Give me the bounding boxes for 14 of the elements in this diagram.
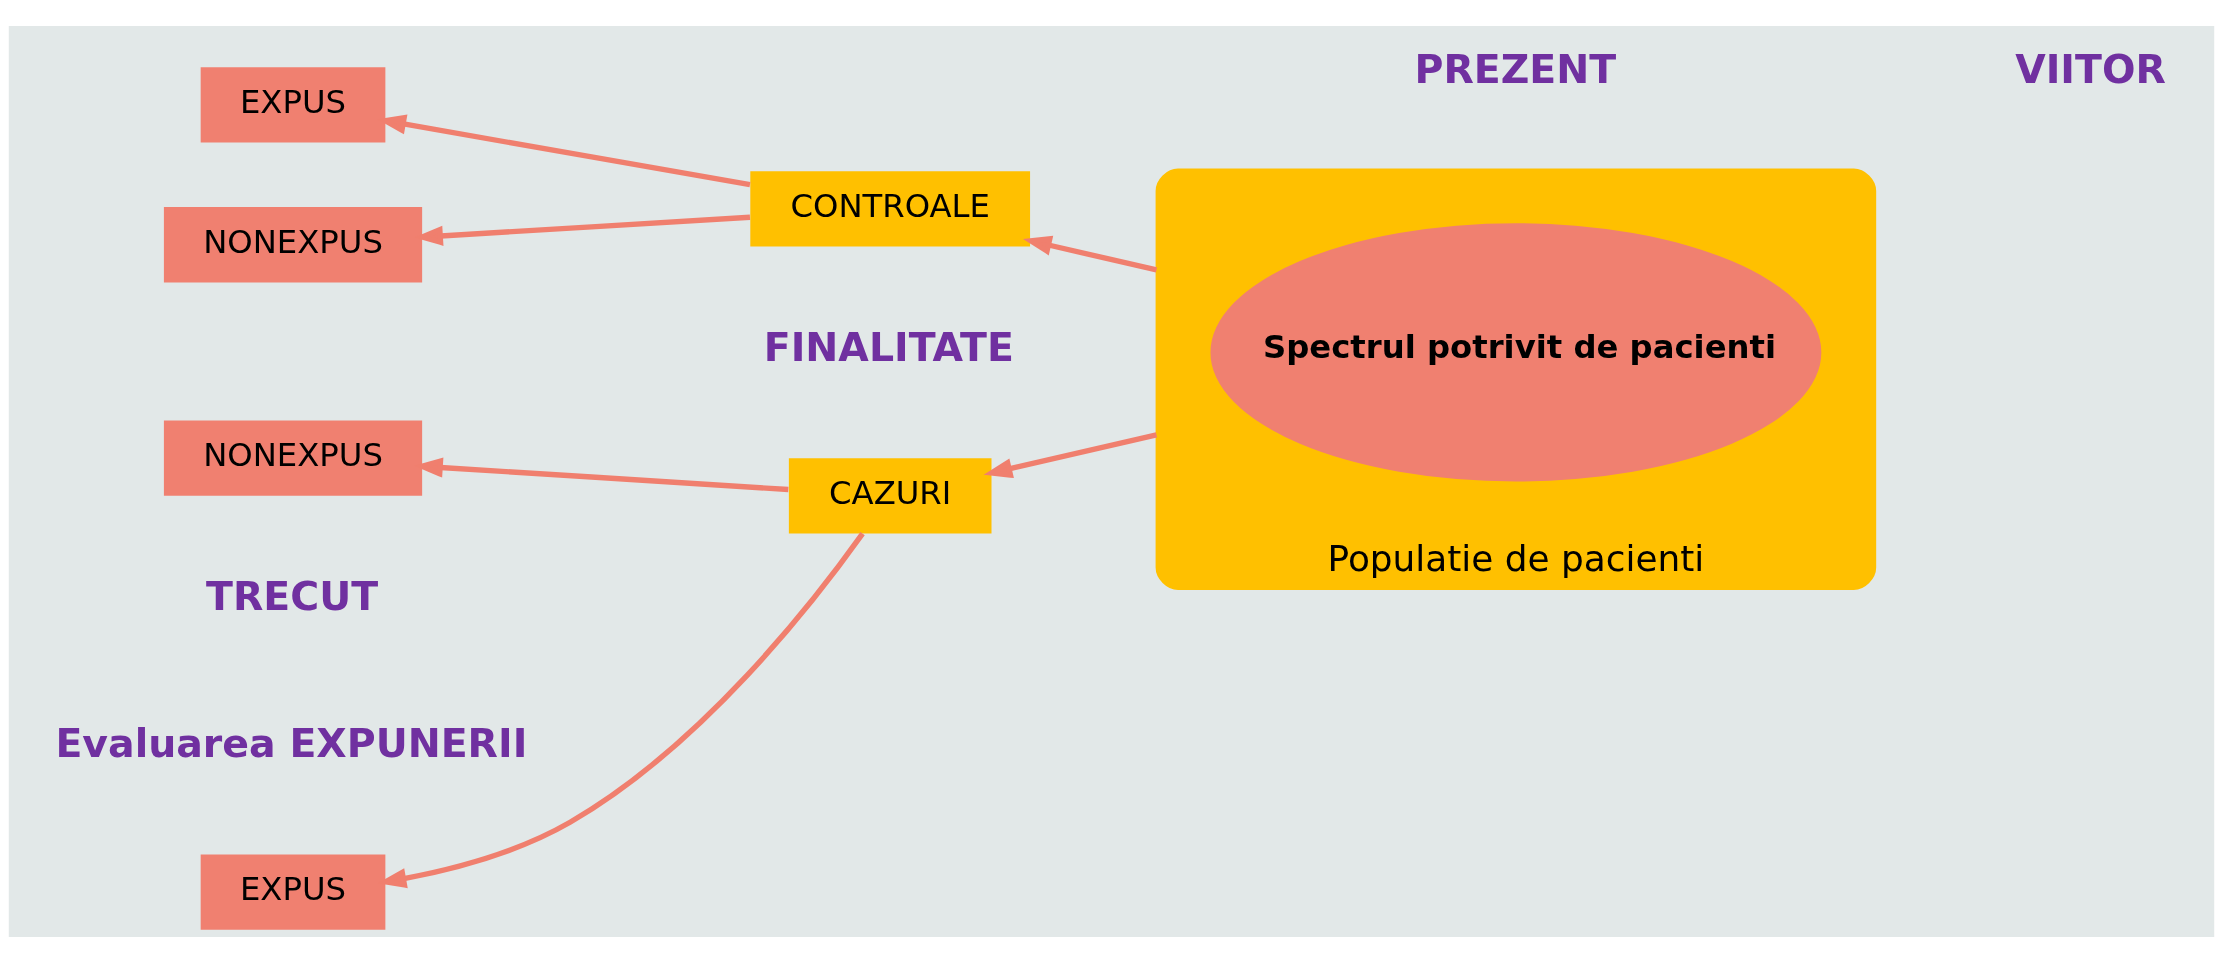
label: Evaluarea EXPUNERII: [55, 719, 528, 766]
arrow: [983, 431, 1158, 478]
label: PREZENT: [1414, 45, 1617, 92]
label: TRECUT: [206, 572, 379, 619]
node-box: EXPUS: [200, 854, 386, 930]
node-box: NONEXPUS: [163, 206, 423, 282]
label: FINALITATE: [763, 323, 1014, 370]
node-box: NONEXPUS: [163, 420, 423, 496]
node-box: CAZURI: [788, 457, 992, 533]
node-ellipse: Spectrul potrivit de pacienti: [1210, 222, 1822, 481]
node-box: CONTROALE: [750, 170, 1031, 247]
label: VIITOR: [2015, 45, 2166, 92]
node-box: EXPUS: [200, 66, 386, 143]
arrow: [1022, 235, 1158, 273]
